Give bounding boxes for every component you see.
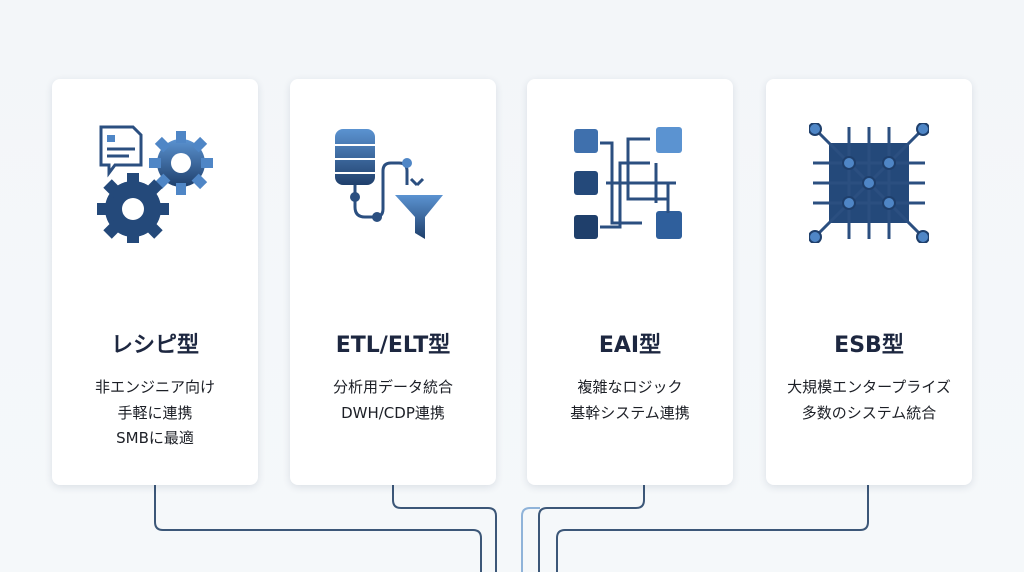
card-title: ETL/ELT型 <box>335 333 451 358</box>
card-title: レシピ型 <box>110 333 199 358</box>
description-line: SMBに最適 <box>116 429 194 447</box>
description-line: 分析用データ統合 <box>332 378 453 396</box>
document-gears-icon <box>95 123 215 245</box>
card-0: レシピ型非エンジニア向け手軽に連携 SMBに最適 <box>52 79 258 485</box>
database-funnel-icon <box>333 123 453 243</box>
card-description: 複雑なロジック基幹システム連携 <box>527 375 733 426</box>
connector-etl <box>392 485 497 572</box>
card-title: EAI型 <box>598 333 662 358</box>
connector-center <box>521 507 540 572</box>
description-line: 多数のシステム統合 <box>801 403 937 422</box>
description-line: 複雑なロジック <box>577 378 683 396</box>
card-description: 非エンジニア向け手軽に連携 SMBに最適 <box>52 375 258 452</box>
description-line: 基幹システム連携 <box>570 403 690 422</box>
card-3: ESB型大規模エンタープライズ多数のシステム統合 <box>766 79 972 485</box>
connector-esb <box>556 485 869 572</box>
card-1: ETL/ELT型分析用データ統合 DWH/CDP連携 <box>290 79 496 485</box>
description-line: DWH/CDP連携 <box>341 403 445 422</box>
connector-eai <box>538 485 645 572</box>
card-2: EAI型複雑なロジック基幹システム連携 <box>527 79 733 485</box>
service-bus-grid-icon <box>808 122 930 244</box>
card-description: 大規模エンタープライズ多数のシステム統合 <box>766 375 972 426</box>
description-line: 手軽に連携 <box>117 403 193 422</box>
card-description: 分析用データ統合 DWH/CDP連携 <box>290 375 496 426</box>
routing-arrows-icon <box>570 123 690 243</box>
connector-recipe <box>154 485 482 572</box>
description-line: 非エンジニア向け <box>94 378 215 396</box>
card-title: ESB型 <box>834 333 904 358</box>
description-line: 大規模エンタープライズ <box>787 378 951 396</box>
